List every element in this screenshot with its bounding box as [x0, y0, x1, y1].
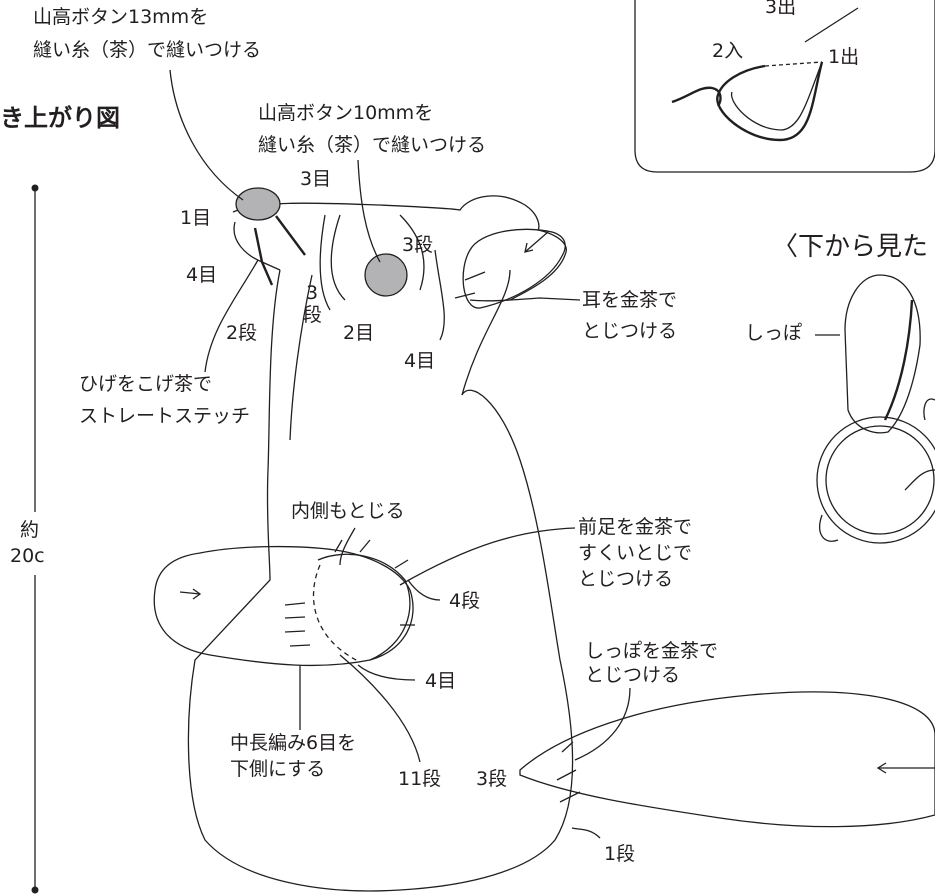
tail-note-2: とじつける: [585, 664, 681, 686]
front-leg-note-2: すくいとじで: [578, 542, 693, 564]
ear-note-1: 耳を金茶で: [582, 289, 678, 311]
marker-1-row: 1段: [604, 843, 636, 865]
marker-4-row: 4段: [449, 590, 481, 612]
marker-3-stitch: 3目: [300, 168, 332, 190]
ear-note-2: とじつける: [582, 320, 678, 342]
marker-11-row: 11段: [398, 768, 442, 790]
tail-arrow-head: [876, 762, 887, 774]
marker-2-row: 2段: [226, 322, 258, 344]
front-leg-note-1: 前足を金茶で: [578, 516, 693, 538]
marker-3-row-a: 3段: [402, 234, 434, 256]
leader-whisker: [204, 259, 259, 373]
bottom-view-tail-label: しっぽ: [745, 322, 803, 344]
leg-stitch: [284, 616, 306, 619]
leg-stitch: [394, 559, 409, 569]
leader-row1: [571, 827, 601, 839]
dimension-label-2: 20c: [10, 545, 45, 567]
tail-stitch: [561, 741, 574, 753]
marker-3-row-b-1: 3: [306, 282, 319, 304]
thread-loop-inner: [731, 61, 823, 131]
tail-stitch: [556, 769, 577, 781]
hdc-note-1: 中長編み6目を: [230, 732, 357, 754]
stitch-arc: [319, 214, 331, 311]
bottom-view-line: [904, 469, 935, 491]
bottom-view-seam: [883, 299, 914, 421]
ear-outline: [462, 228, 566, 309]
marker-4-stitch-a: 4目: [186, 264, 218, 286]
ear-arrow-head: [524, 242, 534, 253]
bottom-view-ring-outer: [816, 416, 935, 544]
whisker-stitch: [253, 227, 274, 286]
leg-stitch: [359, 539, 371, 553]
leader-button13: [169, 69, 244, 201]
stitch-arc: [330, 214, 346, 301]
whisker-stitch-2: [275, 215, 306, 256]
inner-side-note: 内側もとじる: [291, 500, 405, 522]
leader-button10: [357, 159, 381, 263]
thread-loop: [716, 61, 824, 142]
leader-stitch4c: [357, 664, 416, 681]
dimension-dot-bottom: [31, 886, 39, 894]
marker-3-row-b-2: 段: [303, 304, 323, 326]
finished-diagram-title: き上がり図: [0, 104, 120, 132]
leg-stitch: [334, 539, 343, 553]
body-outline: [187, 269, 574, 892]
button13-note-2: 縫い糸（茶）で縫いつける: [33, 39, 262, 61]
leader-ear: [469, 297, 581, 302]
tail-outline: [519, 691, 935, 828]
thread-tail: [671, 86, 722, 107]
button-10mm: [364, 253, 408, 297]
leader-row4: [407, 579, 441, 601]
whisker-note-1: ひげをこげ茶で: [79, 373, 213, 395]
leg-dashed-seam: [312, 564, 361, 663]
stitch-arc: [399, 214, 425, 291]
body-inner-line: [289, 274, 313, 441]
dimension-dot-top: [31, 184, 39, 192]
ear-arrow: [524, 231, 549, 253]
stitch-arc: [434, 249, 445, 341]
marker-3-row-c: 3段: [476, 768, 508, 790]
marker-1-stitch: 1目: [180, 207, 212, 229]
button-13mm: [235, 187, 281, 221]
stitch-label-3out: 3出: [765, 0, 797, 18]
paw-outline: [317, 553, 411, 661]
needle-icon: [804, 7, 859, 43]
bottom-view-tail: [844, 274, 921, 434]
leg-stitch: [284, 630, 306, 633]
front-leg-outline: [153, 545, 414, 667]
ear-stitch: [454, 292, 476, 299]
marker-4-stitch-b: 4目: [404, 350, 436, 372]
leg-stitch: [284, 602, 306, 606]
hdc-note-2: 下側にする: [230, 758, 326, 780]
leader-tail: [574, 687, 631, 761]
button10-note-2: 縫い糸（茶）で縫いつける: [258, 134, 487, 156]
leader-front-leg: [399, 527, 576, 586]
marker-4-stitch-c: 4目: [425, 670, 457, 692]
leg-arrow-head: [192, 588, 202, 600]
leader-inner: [339, 527, 356, 566]
dimension-label-1: 約: [20, 519, 40, 541]
leg-arrow: [179, 591, 201, 595]
whisker-note-2: ストレートステッチ: [79, 405, 251, 427]
button13-note-1: 山高ボタン13mmを: [33, 6, 209, 28]
ear-stitch: [464, 271, 486, 281]
front-leg-note-3: とじつける: [578, 568, 674, 590]
thread-dashed: [764, 61, 823, 67]
stitch-label-2in: 2入: [712, 40, 744, 62]
stitch-label-1out: 1出: [828, 46, 860, 68]
marker-2-stitch: 2目: [343, 322, 375, 344]
bottom-view-ring-inner: [825, 425, 935, 535]
leader-row11: [339, 654, 421, 763]
head-outline: [232, 195, 567, 301]
leg-stitch: [289, 644, 311, 647]
bottom-view-line: [923, 398, 935, 421]
bottom-view-title: 〈下から見た: [772, 232, 929, 262]
stitch-box-frame: [634, 0, 935, 173]
button10-note-1: 山高ボタン10mmを: [258, 102, 434, 124]
bottom-view-foot: [819, 514, 839, 542]
tail-note-1: しっぽを金茶で: [585, 640, 719, 662]
